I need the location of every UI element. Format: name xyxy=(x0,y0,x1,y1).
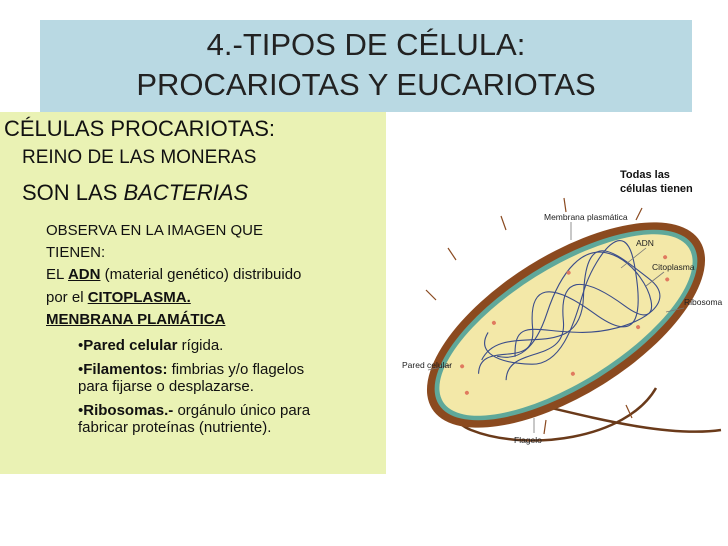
prokaryotic-cell-diagram: Membrana plasmática ADN Citoplasma Ribos… xyxy=(402,197,723,445)
membrane-line: MENBRANA PLAMÁTICA xyxy=(46,311,226,328)
label-citoplasma: Citoplasma xyxy=(652,262,695,272)
bullet-term: Filamentos: xyxy=(83,361,168,378)
slide-title-line-1: 4.-TIPOS DE CÉLULA: xyxy=(206,27,526,62)
cytoplasm-line: por el CITOPLASMA. xyxy=(46,289,191,306)
adn-rest: (material genético) distribuido xyxy=(104,266,302,283)
dna-coil xyxy=(477,239,661,381)
bullet-rest: fimbrias y/o flagelos xyxy=(167,361,305,378)
bacteria-prefix: SON LAS xyxy=(22,180,118,205)
kingdom-line: REINO DE LAS MONERAS xyxy=(22,147,257,168)
bullet-rest: orgánulo único para xyxy=(173,402,311,419)
bullet-cell-wall: •Pared celular rígida. xyxy=(78,337,224,354)
label-lines xyxy=(427,222,685,433)
label-flagelo: Flagelo xyxy=(514,435,542,445)
label-pared: Pared celular xyxy=(402,360,452,370)
label-membrana: Membrana plasmática xyxy=(544,212,628,222)
label-ribosoma: Ribosoma xyxy=(684,297,723,307)
note-line-1: Todas las xyxy=(620,169,670,181)
cytoplasm-term: CITOPLASMA. xyxy=(87,289,191,306)
observe-line-1: OBSERVA EN LA IMAGEN QUE xyxy=(46,222,264,239)
cytoplasm-prefix: por el xyxy=(46,289,84,306)
label-adn: ADN xyxy=(636,238,654,248)
cytoplasm xyxy=(439,234,693,416)
slide-title-line-2: PROCARIOTAS Y EUCARIOTAS xyxy=(136,67,596,102)
bullet-term: Pared celular xyxy=(83,337,178,354)
observe-line-2: TIENEN: xyxy=(46,244,106,261)
bullet-term: Ribosomas.- xyxy=(83,402,174,419)
bacteria-line: SON LAS BACTERIAS xyxy=(22,180,248,206)
bullet-filaments-cont: para fijarse o desplazarse. xyxy=(78,378,254,395)
adn-term: ADN xyxy=(67,266,101,283)
content-panel xyxy=(0,112,386,474)
note-line-2: células tienen xyxy=(620,183,693,195)
bacteria-emphasis: BACTERIAS xyxy=(123,180,249,205)
heading-prokaryotes: CÉLULAS PROCARIOTAS: xyxy=(4,116,275,141)
bullet-ribosomes-cont: fabricar proteínas (nutriente). xyxy=(78,419,272,436)
adn-line: EL ADN (material genético) distribuido xyxy=(46,266,301,283)
ribosomes xyxy=(460,255,670,395)
diagram-note: Todas las células tienen xyxy=(620,168,693,196)
bullet-rest: rígida. xyxy=(177,337,224,354)
adn-prefix: EL xyxy=(46,266,64,283)
bullet-ribosomes: •Ribosomas.- orgánulo único para xyxy=(78,402,311,419)
title-band xyxy=(40,20,692,112)
bullet-filaments: •Filamentos: fimbrias y/o flagelos xyxy=(78,361,305,378)
